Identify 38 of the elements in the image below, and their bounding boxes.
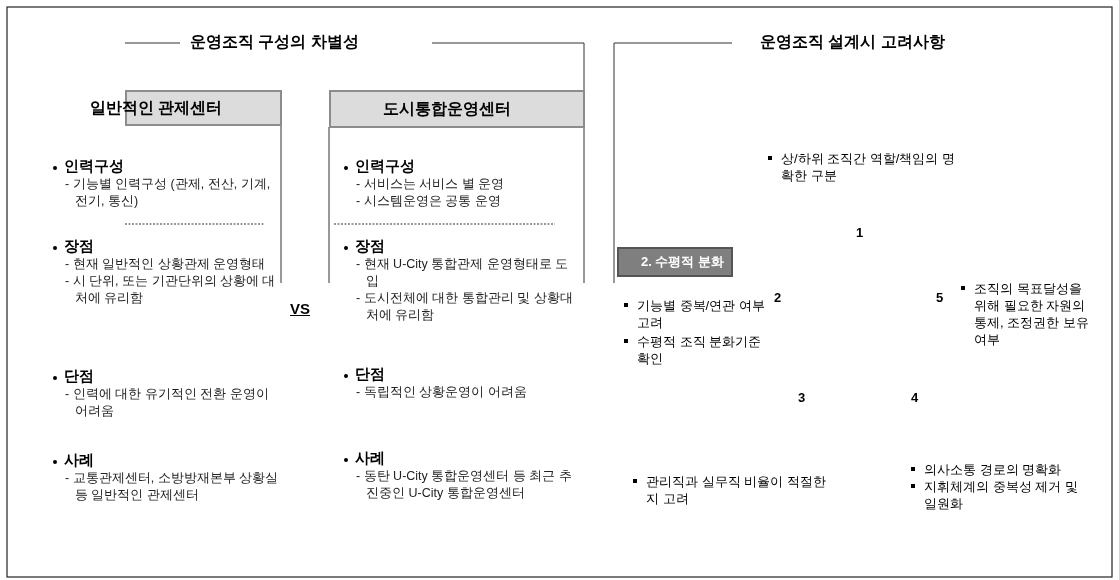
section-heading: 단점 bbox=[53, 368, 94, 385]
vs-text: VS bbox=[290, 300, 310, 317]
panel-title: 도시통합운영센터 bbox=[383, 98, 511, 119]
note-text: 지휘체계의 중복성 제거 및 일원화 bbox=[910, 478, 1084, 512]
detail-text: - 기능별 인력구성 (관제, 전산, 기계, 전기, 통신) bbox=[64, 176, 272, 210]
note-text: 기능별 중복/연관 여부 고려 bbox=[623, 297, 767, 331]
note-text: 상/하위 조직간 역할/책임의 명확한 구분 bbox=[767, 150, 961, 184]
note-text: 관리직과 실무직 비율이 적절한지 고려 bbox=[632, 473, 826, 507]
section-header-bar: 2. 수평적 분화 bbox=[617, 247, 733, 277]
note-text: 의사소통 경로의 명확화 bbox=[910, 461, 1104, 478]
callout-number: 4 bbox=[911, 389, 919, 406]
detail-text: - 독립적인 상황운영이 어려움 bbox=[355, 384, 528, 401]
section-heading: 단점 bbox=[344, 366, 385, 383]
detail-text: - 시 단위, 또는 기관단위의 상황에 대처에 유리함 bbox=[64, 273, 277, 307]
detail-text: - 도시전체에 대한 통합관리 및 상황대처에 유리함 bbox=[355, 290, 574, 324]
note-text: 수평적 조직 분화기준 확인 bbox=[623, 333, 767, 367]
callout-number: 5 bbox=[936, 289, 944, 306]
heading-text: 운영조직 설계시 고려사항 bbox=[760, 33, 945, 50]
section-heading: 인력구성 bbox=[53, 158, 124, 175]
detail-text: - 현재 U-City 통합관제 운영형태로 도입 bbox=[355, 256, 570, 290]
detail-text: - 교통관제센터, 소방방재본부 상황실 등 일반적인 관제센터 bbox=[64, 470, 280, 504]
detail-text: - 현재 일반적인 상황관제 운영형태 bbox=[64, 256, 267, 273]
callout-number: 1 bbox=[856, 224, 864, 241]
callout-number: 2 bbox=[774, 289, 782, 306]
heading-text: 운영조직 구성의 차별성 bbox=[190, 33, 359, 50]
section-heading: 사례 bbox=[344, 450, 385, 467]
note-text: 조직의 목표달성을 위해 필요한 자원의 통제, 조정권한 보유 여부 bbox=[960, 280, 1089, 348]
detail-text: - 동탄 U-City 통합운영센터 등 최근 추진중인 U-City 통합운영센터 bbox=[355, 468, 573, 502]
detail-text: - 서비스는 서비스 별 운영 bbox=[355, 176, 506, 193]
detail-text: - 인력에 대한 유기적인 전환 운영이 어려움 bbox=[64, 386, 270, 420]
section-heading: 인력구성 bbox=[344, 158, 415, 175]
detail-text: - 시스템운영은 공통 운영 bbox=[355, 193, 502, 210]
panel-title: 일반적인 관제센터 bbox=[90, 97, 223, 118]
section-heading: 사례 bbox=[53, 452, 94, 469]
callout-number: 3 bbox=[798, 389, 806, 406]
section-heading: 장점 bbox=[344, 238, 385, 255]
panel-header bbox=[329, 90, 585, 128]
section-heading: 장점 bbox=[53, 238, 94, 255]
